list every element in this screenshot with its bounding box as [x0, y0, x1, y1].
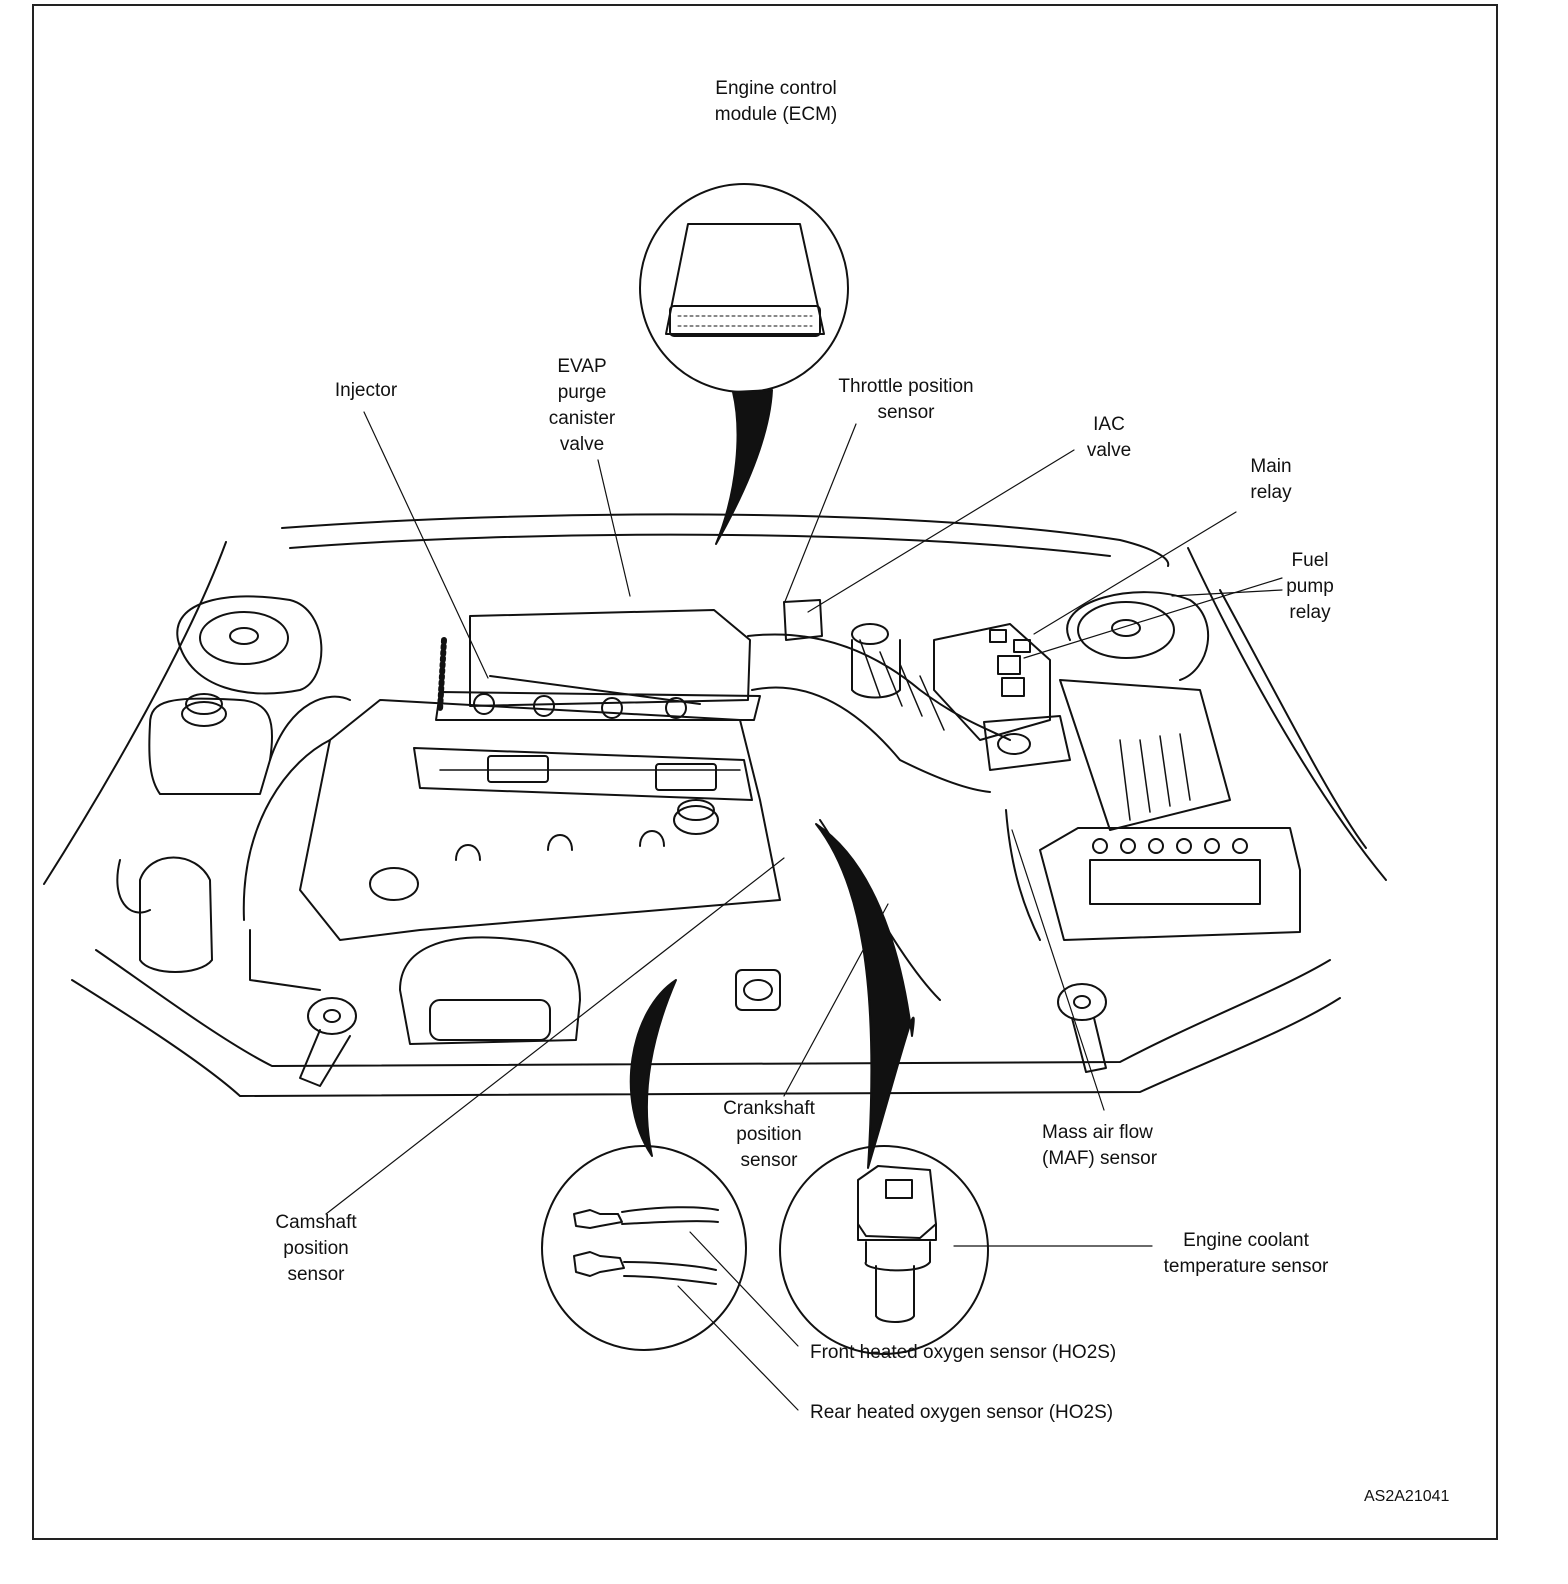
- engine-coolant-temperature-sensor-label: Engine coolant temperature sensor: [1163, 1230, 1329, 1277]
- ho2s-callout: [541, 979, 747, 1351]
- ecm-inset-circle: [639, 183, 849, 393]
- engine-bay: [43, 513, 1387, 1097]
- coolant-sensor-icon: [857, 1165, 937, 1239]
- rear-ho2s-connector: [573, 1251, 625, 1277]
- crankshaft-position-sensor-label: Crankshaft position sensor: [723, 1098, 815, 1171]
- ho2s-inset-circle: [541, 1145, 747, 1351]
- figure-frame: [32, 4, 1498, 1540]
- maf-sensor-label: Mass air flow (MAF) sensor: [1042, 1122, 1158, 1169]
- camshaft-leader: [325, 857, 785, 1215]
- ecm-pointer: [715, 389, 773, 545]
- iac-valve-label: IAC valve: [1086, 414, 1132, 461]
- ecm-label: Engine control module (ECM): [714, 78, 838, 125]
- main-relay-leader: [1033, 511, 1237, 635]
- coolant-sensor-callout: [779, 823, 989, 1355]
- throttle-position-sensor-label: Throttle position sensor: [838, 376, 974, 423]
- front-ho2s-label: Front heated oxygen sensor (HO2S): [810, 1342, 1117, 1363]
- figure-code: AS2A21041: [1364, 1488, 1450, 1505]
- main-relay-label: Main relay: [1250, 456, 1292, 503]
- maf-leader: [1011, 829, 1105, 1111]
- ecm-module-icon: [665, 223, 825, 335]
- fuel-pump-relay-label: Fuel pump relay: [1286, 550, 1334, 623]
- coolant-pointer: [815, 823, 915, 1169]
- rear-ho2s-label: Rear heated oxygen sensor (HO2S): [810, 1402, 1114, 1423]
- camshaft-position-sensor-label: Camshaft position sensor: [275, 1212, 357, 1285]
- fuel-pump-relay-leader-1: [1023, 577, 1283, 659]
- fuel-pump-relay-leader-2: [1171, 589, 1283, 597]
- ecm-callout: [639, 183, 849, 545]
- evap-purge-canister-valve-label: EVAP purge canister valve: [548, 356, 616, 455]
- iac-leader: [807, 449, 1075, 613]
- rear-ho2s-leader: [677, 1285, 799, 1411]
- evap-leader: [597, 459, 631, 597]
- coolant-inset-circle: [779, 1145, 989, 1355]
- injector-label: Injector: [334, 380, 398, 401]
- front-ho2s-connector: [573, 1209, 623, 1229]
- front-ho2s-leader: [689, 1231, 799, 1347]
- throttle-leader: [783, 423, 857, 605]
- leader-lines: [325, 411, 1283, 1411]
- ho2s-pointer: [629, 979, 677, 1157]
- injector-leader: [363, 411, 489, 679]
